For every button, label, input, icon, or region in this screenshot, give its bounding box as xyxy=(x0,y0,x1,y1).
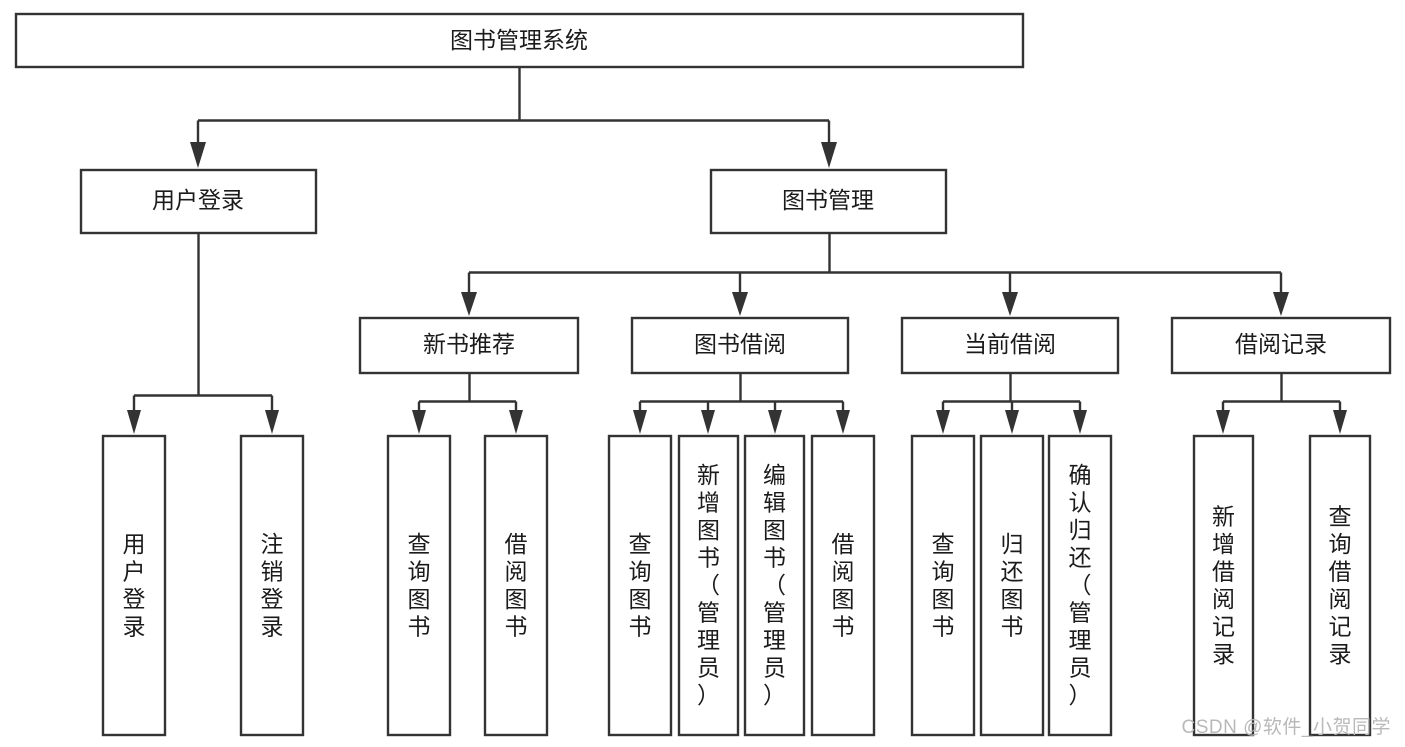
node-leaf-query-book-cb-label: 查询图书 xyxy=(932,531,955,640)
node-leaf-borrow-book-bb-box[interactable] xyxy=(810,434,876,737)
arrow-head-leaf-query-book-rec xyxy=(412,410,426,434)
node-book-manage[interactable]: 图书管理 xyxy=(709,168,948,235)
node-leaf-logout-login-label: 注销登录 xyxy=(261,531,284,640)
node-leaf-query-borrow-rec-label: 查询借阅记录 xyxy=(1329,503,1352,667)
arrow-head-leaf-query-borrow-rec xyxy=(1333,410,1347,434)
node-new-book-rec-label: 新书推荐 xyxy=(423,331,515,357)
arrow-head-leaf-return-book xyxy=(1005,410,1019,434)
node-leaf-borrow-book-rec[interactable]: 借阅图书 xyxy=(483,434,549,737)
node-leaf-borrow-book-bb-label: 借阅图书 xyxy=(832,531,855,640)
arrow-head-leaf-add-borrow-rec xyxy=(1216,410,1230,434)
node-leaf-query-book-cb-box[interactable] xyxy=(910,434,976,737)
node-leaf-query-borrow-rec[interactable]: 查询借阅记录 xyxy=(1308,434,1372,737)
node-leaf-add-book-admin[interactable]: 新增图书（管理员） xyxy=(677,434,740,737)
arrow-head-leaf-borrow-book-rec xyxy=(509,410,523,434)
node-leaf-query-book-cb[interactable]: 查询图书 xyxy=(910,434,976,737)
node-leaf-return-book-box[interactable] xyxy=(979,434,1045,737)
node-user-login-label: 用户登录 xyxy=(152,187,244,213)
node-user-login[interactable]: 用户登录 xyxy=(79,168,318,235)
arrow-head-leaf-user-login xyxy=(127,410,141,434)
arrow-head-current-borrow xyxy=(1002,292,1018,316)
node-leaf-query-book-bb-label: 查询图书 xyxy=(629,531,652,640)
node-leaf-edit-book-admin-label: 编辑图书（管理员） xyxy=(763,462,786,708)
node-leaf-add-book-admin-label: 新增图书（管理员） xyxy=(697,462,720,708)
arrow-head-leaf-add-book-admin xyxy=(701,410,715,434)
node-book-borrow[interactable]: 图书借阅 xyxy=(630,316,850,375)
node-book-manage-label: 图书管理 xyxy=(782,187,874,213)
node-current-borrow-label: 当前借阅 xyxy=(964,331,1056,357)
node-leaf-confirm-return[interactable]: 确认归还（管理员） xyxy=(1047,434,1113,737)
arrow-head-borrow-record xyxy=(1273,292,1289,316)
node-book-borrow-box[interactable] xyxy=(630,316,850,375)
node-leaf-user-login-label: 用户登录 xyxy=(123,531,146,640)
node-leaf-confirm-return-box[interactable] xyxy=(1047,434,1113,737)
node-borrow-record[interactable]: 借阅记录 xyxy=(1170,316,1392,375)
node-borrow-record-label: 借阅记录 xyxy=(1235,331,1327,357)
node-leaf-query-book-rec-label: 查询图书 xyxy=(408,531,431,640)
arrow-head-book-borrow xyxy=(732,292,748,316)
node-leaf-user-login-box[interactable] xyxy=(101,434,167,737)
arrow-head-leaf-query-book-cb xyxy=(936,410,950,434)
node-leaf-add-borrow-rec[interactable]: 新增借阅记录 xyxy=(1192,434,1255,737)
node-leaf-confirm-return-label: 确认归还（管理员） xyxy=(1069,462,1092,708)
node-current-borrow[interactable]: 当前借阅 xyxy=(900,316,1120,375)
node-root-box[interactable] xyxy=(14,12,1025,69)
node-leaf-return-book[interactable]: 归还图书 xyxy=(979,434,1045,737)
node-leaf-query-book-rec-box[interactable] xyxy=(386,434,452,737)
node-leaf-query-book-rec[interactable]: 查询图书 xyxy=(386,434,452,737)
node-leaf-edit-book-admin-box[interactable] xyxy=(743,434,806,737)
node-borrow-record-box[interactable] xyxy=(1170,316,1392,375)
node-user-login-box[interactable] xyxy=(79,168,318,235)
node-leaf-borrow-book-bb[interactable]: 借阅图书 xyxy=(810,434,876,737)
node-book-manage-box[interactable] xyxy=(709,168,948,235)
node-leaf-query-borrow-rec-box[interactable] xyxy=(1308,434,1372,737)
node-leaf-edit-book-admin[interactable]: 编辑图书（管理员） xyxy=(743,434,806,737)
connector-layer xyxy=(127,67,1347,434)
node-leaf-user-login[interactable]: 用户登录 xyxy=(101,434,167,737)
node-leaf-add-borrow-rec-box[interactable] xyxy=(1192,434,1255,737)
arrow-head-user-login xyxy=(190,142,206,168)
arrow-head-new-book-rec xyxy=(461,292,477,316)
arrow-head-leaf-confirm-return xyxy=(1073,410,1087,434)
node-root[interactable]: 图书管理系统 xyxy=(14,12,1025,69)
node-current-borrow-box[interactable] xyxy=(900,316,1120,375)
arrow-head-book-manage xyxy=(821,142,837,168)
node-leaf-query-book-bb-box[interactable] xyxy=(607,434,673,737)
node-layer: 图书管理系统 用户登录 图书管理 新书推荐 图书借阅 xyxy=(14,12,1392,737)
node-root-label: 图书管理系统 xyxy=(450,27,588,53)
node-leaf-logout-login-box[interactable] xyxy=(239,434,305,737)
node-book-borrow-label: 图书借阅 xyxy=(694,331,786,357)
node-new-book-rec-box[interactable] xyxy=(358,316,580,375)
arrow-head-leaf-query-book-bb xyxy=(633,410,647,434)
arrow-head-leaf-logout-login xyxy=(265,410,279,434)
node-leaf-add-borrow-rec-label: 新增借阅记录 xyxy=(1212,503,1235,667)
leaf-node-layer: 用户登录 注销登录 查询图书 借阅图书 查询图书 新增图书（管理员） 编辑图书（管理员） 借阅… xyxy=(101,434,1372,737)
arrow-head-leaf-edit-book-admin xyxy=(768,410,782,434)
arrow-head-leaf-borrow-book-bb xyxy=(836,410,850,434)
node-leaf-logout-login[interactable]: 注销登录 xyxy=(239,434,305,737)
node-leaf-borrow-book-rec-label: 借阅图书 xyxy=(505,531,528,640)
node-leaf-add-book-admin-box[interactable] xyxy=(677,434,740,737)
node-new-book-rec[interactable]: 新书推荐 xyxy=(358,316,580,375)
node-leaf-borrow-book-rec-box[interactable] xyxy=(483,434,549,737)
node-leaf-return-book-label: 归还图书 xyxy=(1001,531,1024,640)
node-leaf-query-book-bb[interactable]: 查询图书 xyxy=(607,434,673,737)
